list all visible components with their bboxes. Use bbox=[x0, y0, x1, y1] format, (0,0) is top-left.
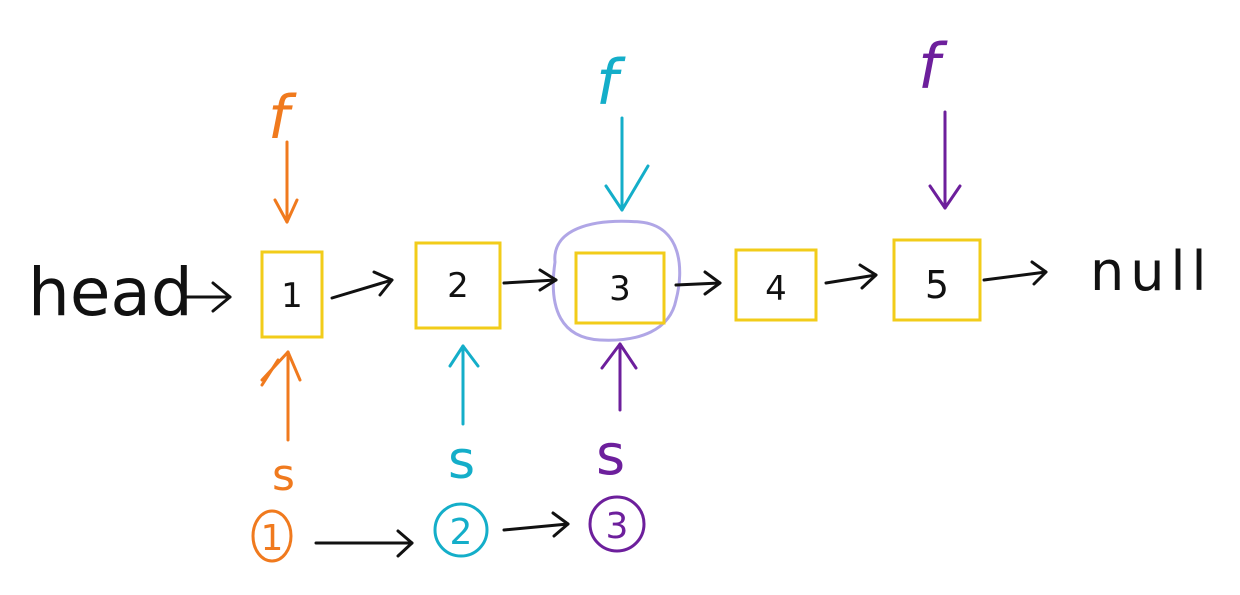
node-box bbox=[574, 251, 666, 325]
node-box bbox=[892, 238, 982, 322]
node-box bbox=[260, 250, 324, 339]
fast-pointer-step-3: f bbox=[918, 30, 962, 210]
fast-label: f bbox=[596, 46, 626, 119]
node-3-highlight bbox=[551, 219, 682, 342]
step-circle bbox=[588, 495, 646, 553]
head-arrow bbox=[182, 281, 232, 313]
step-number: 3 bbox=[606, 506, 629, 547]
list-node-1: 1 bbox=[260, 250, 324, 339]
slow-label: s bbox=[596, 423, 625, 488]
step-badge-3: 3 bbox=[588, 495, 646, 553]
fast-label: f bbox=[268, 83, 297, 153]
list-node-5: 5 bbox=[892, 238, 982, 322]
node-box bbox=[414, 241, 502, 330]
step-badge-2: 2 bbox=[433, 502, 489, 558]
step-number: 2 bbox=[450, 512, 473, 553]
step-arrow-2-3 bbox=[502, 511, 570, 538]
node-value: 3 bbox=[609, 269, 631, 309]
fast-arrow bbox=[273, 140, 299, 224]
step-circle bbox=[251, 509, 293, 563]
slow-label: s bbox=[448, 431, 475, 491]
node-value: 4 bbox=[765, 269, 787, 309]
node-value: 2 bbox=[447, 266, 469, 306]
slow-pointer-step-3: s bbox=[596, 342, 638, 488]
next-arrows bbox=[330, 260, 1048, 300]
fast-pointer-step-1: f bbox=[268, 83, 299, 224]
next-arrow-5-null bbox=[982, 260, 1048, 286]
slow-label: s bbox=[272, 450, 295, 501]
step-number: 1 bbox=[261, 518, 284, 559]
slow-arrow bbox=[600, 342, 638, 412]
fast-arrow bbox=[928, 110, 962, 210]
slow-pointer-step-2: s bbox=[448, 344, 480, 491]
step-badge-1: 1 bbox=[251, 509, 293, 563]
null-label: null bbox=[1090, 240, 1212, 303]
next-arrow-3-4 bbox=[674, 270, 722, 296]
next-arrow-4-5 bbox=[824, 263, 878, 290]
node-box bbox=[734, 248, 818, 322]
step-arrow-1-2 bbox=[314, 529, 414, 558]
list-node-4: 4 bbox=[734, 248, 818, 322]
node-value: 5 bbox=[925, 263, 949, 307]
fast-label: f bbox=[918, 30, 948, 103]
fast-pointer-step-2: f bbox=[596, 46, 650, 212]
list-node-3: 3 bbox=[574, 251, 666, 325]
step-circle bbox=[433, 502, 489, 558]
head-label: head bbox=[28, 254, 193, 331]
next-arrow-1-2 bbox=[330, 270, 394, 300]
next-arrow-2-3 bbox=[502, 268, 558, 292]
slow-arrow bbox=[260, 350, 302, 442]
list-node-2: 2 bbox=[414, 241, 502, 330]
fast-arrow bbox=[604, 116, 650, 212]
slow-pointer-step-1: s bbox=[260, 350, 302, 501]
slow-arrow bbox=[448, 344, 480, 426]
node-value: 1 bbox=[281, 276, 303, 316]
